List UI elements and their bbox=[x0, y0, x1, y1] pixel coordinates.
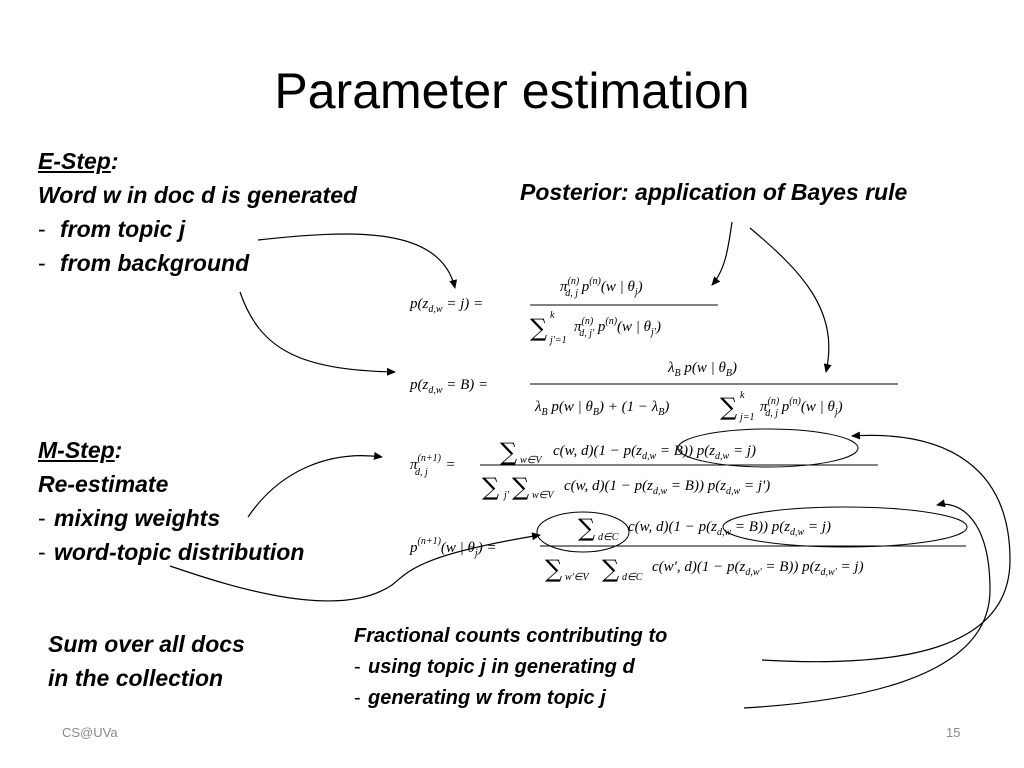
page-title: Parameter estimation bbox=[274, 63, 750, 119]
estep-block: E-Step: Word w in doc d is generated -fr… bbox=[38, 144, 357, 280]
footer-left: CS@UVa bbox=[62, 725, 118, 740]
fractional-item2: generating w from topic j bbox=[368, 687, 606, 709]
estep-item1: from topic j bbox=[60, 216, 186, 242]
svg-text:π(n)d, j p(n)(w | θj): π(n)d, j p(n)(w | θj) bbox=[760, 396, 843, 419]
svg-text:∑: ∑ bbox=[720, 393, 737, 421]
svg-text:∑: ∑ bbox=[545, 555, 562, 583]
svg-text:j'=1: j'=1 bbox=[548, 335, 567, 346]
ellipse-counts-d bbox=[677, 428, 859, 468]
equation-posterior-topic: p(zd,w = j) = π(n)d, j p(n)(w | θj) ∑ k … bbox=[409, 276, 718, 346]
ellipse-sum-docs bbox=[536, 511, 630, 553]
mstep-heading-line: M-Step: bbox=[38, 433, 304, 467]
estep-line1: Word w in doc d is generated bbox=[38, 182, 358, 208]
equation-posterior-background: p(zd,w = B) = λB p(w | θB) λB p(w | θB) … bbox=[409, 360, 898, 423]
svg-text:j': j' bbox=[502, 490, 510, 501]
svg-text:w∈V: w∈V bbox=[532, 490, 555, 501]
equation-word-topic: p(n+1)(w | θj) = ∑ d∈C c(w, d)(1 − p(zd,… bbox=[409, 514, 966, 583]
svg-text:c(w, d)(1 − p(zd,w = B)) p(zd,: c(w, d)(1 − p(zd,w = B)) p(zd,w = j') bbox=[564, 478, 770, 497]
svg-text:p(n+1)(w | θj) =: p(n+1)(w | θj) = bbox=[409, 536, 497, 559]
svg-text:w∈V: w∈V bbox=[520, 455, 543, 466]
svg-text:k: k bbox=[550, 310, 555, 321]
svg-text:k: k bbox=[740, 390, 745, 401]
mstep-item1: mixing weights bbox=[54, 505, 221, 531]
mstep-block: M-Step: Re-estimate -mixing weights -wor… bbox=[38, 433, 304, 569]
svg-text:c(w, d)(1 − p(zd,w = B)) p(zd,: c(w, d)(1 − p(zd,w = B)) p(zd,w = j) bbox=[628, 519, 831, 538]
svg-text:p(zd,w = j) =: p(zd,w = j) = bbox=[409, 296, 483, 315]
ellipse-counts-w bbox=[722, 506, 968, 548]
svg-text:∑: ∑ bbox=[578, 514, 595, 542]
mstep-item2-line: -word-topic distribution bbox=[38, 539, 305, 565]
fractional-line1: Fractional counts contributing to bbox=[354, 625, 668, 647]
equation-mixing-weights: π(n+1)d, j = ∑ w∈V c(w, d)(1 − p(zd,w = … bbox=[410, 438, 878, 501]
svg-text:λB p(w | θB): λB p(w | θB) bbox=[667, 360, 737, 379]
svg-text:π(n+1)d, j =: π(n+1)d, j = bbox=[410, 453, 456, 478]
svg-text:π(n)d, j p(n)(w | θj): π(n)d, j p(n)(w | θj) bbox=[560, 276, 643, 299]
mstep-item2: word-topic distribution bbox=[54, 539, 305, 565]
svg-text:π(n)d, j' p(n)(w | θj'): π(n)d, j' p(n)(w | θj') bbox=[574, 316, 661, 339]
svg-text:j=1: j=1 bbox=[738, 412, 755, 423]
sum-docs-line1: Sum over all docs bbox=[48, 631, 245, 657]
estep-item2-line: -from background bbox=[38, 250, 250, 276]
mstep-item1-line: -mixing weights bbox=[38, 505, 221, 531]
estep-item1-line: -from topic j bbox=[38, 216, 186, 242]
fractional-item1: using topic j in generating d bbox=[368, 656, 635, 678]
mstep-heading-colon: : bbox=[114, 437, 123, 463]
svg-text:d∈C: d∈C bbox=[622, 572, 643, 583]
posterior-label: Posterior: application of Bayes rule bbox=[520, 179, 908, 205]
fractional-item2-line: -generating w from topic j bbox=[354, 687, 606, 709]
sum-docs-line2: in the collection bbox=[48, 665, 224, 691]
estep-heading-colon: : bbox=[110, 148, 119, 174]
estep-heading: E-Step bbox=[38, 148, 111, 174]
estep-item2: from background bbox=[60, 250, 250, 276]
page-number: 15 bbox=[946, 725, 961, 740]
svg-text:λB p(w | θB) + (1 − λB): λB p(w | θB) + (1 − λB) bbox=[534, 399, 669, 418]
svg-text:∑: ∑ bbox=[530, 314, 547, 342]
svg-text:∑: ∑ bbox=[512, 473, 529, 501]
svg-text:c(w, d)(1 − p(zd,w = B)) p(zd,: c(w, d)(1 − p(zd,w = B)) p(zd,w = j) bbox=[553, 443, 756, 462]
annotation-arrows bbox=[169, 221, 1011, 709]
svg-text:w'∈V: w'∈V bbox=[565, 572, 591, 583]
fractional-block: Fractional counts contributing to -using… bbox=[354, 621, 667, 714]
mstep-heading: M-Step bbox=[38, 437, 115, 463]
fractional-item1-line: -using topic j in generating d bbox=[354, 656, 635, 678]
svg-text:d∈C: d∈C bbox=[598, 532, 619, 543]
svg-text:∑: ∑ bbox=[482, 473, 499, 501]
svg-text:c(w', d)(1 − p(zd,w' = B)) p(z: c(w', d)(1 − p(zd,w' = B)) p(zd,w' = j) bbox=[652, 559, 864, 578]
estep-heading-line: E-Step: bbox=[38, 144, 357, 178]
sum-docs-block: Sum over all docs in the collection bbox=[48, 627, 245, 695]
mstep-line1: Re-estimate bbox=[38, 471, 169, 497]
svg-text:p(zd,w = B) =: p(zd,w = B) = bbox=[409, 377, 488, 396]
svg-text:∑: ∑ bbox=[500, 438, 517, 466]
svg-text:∑: ∑ bbox=[602, 555, 619, 583]
